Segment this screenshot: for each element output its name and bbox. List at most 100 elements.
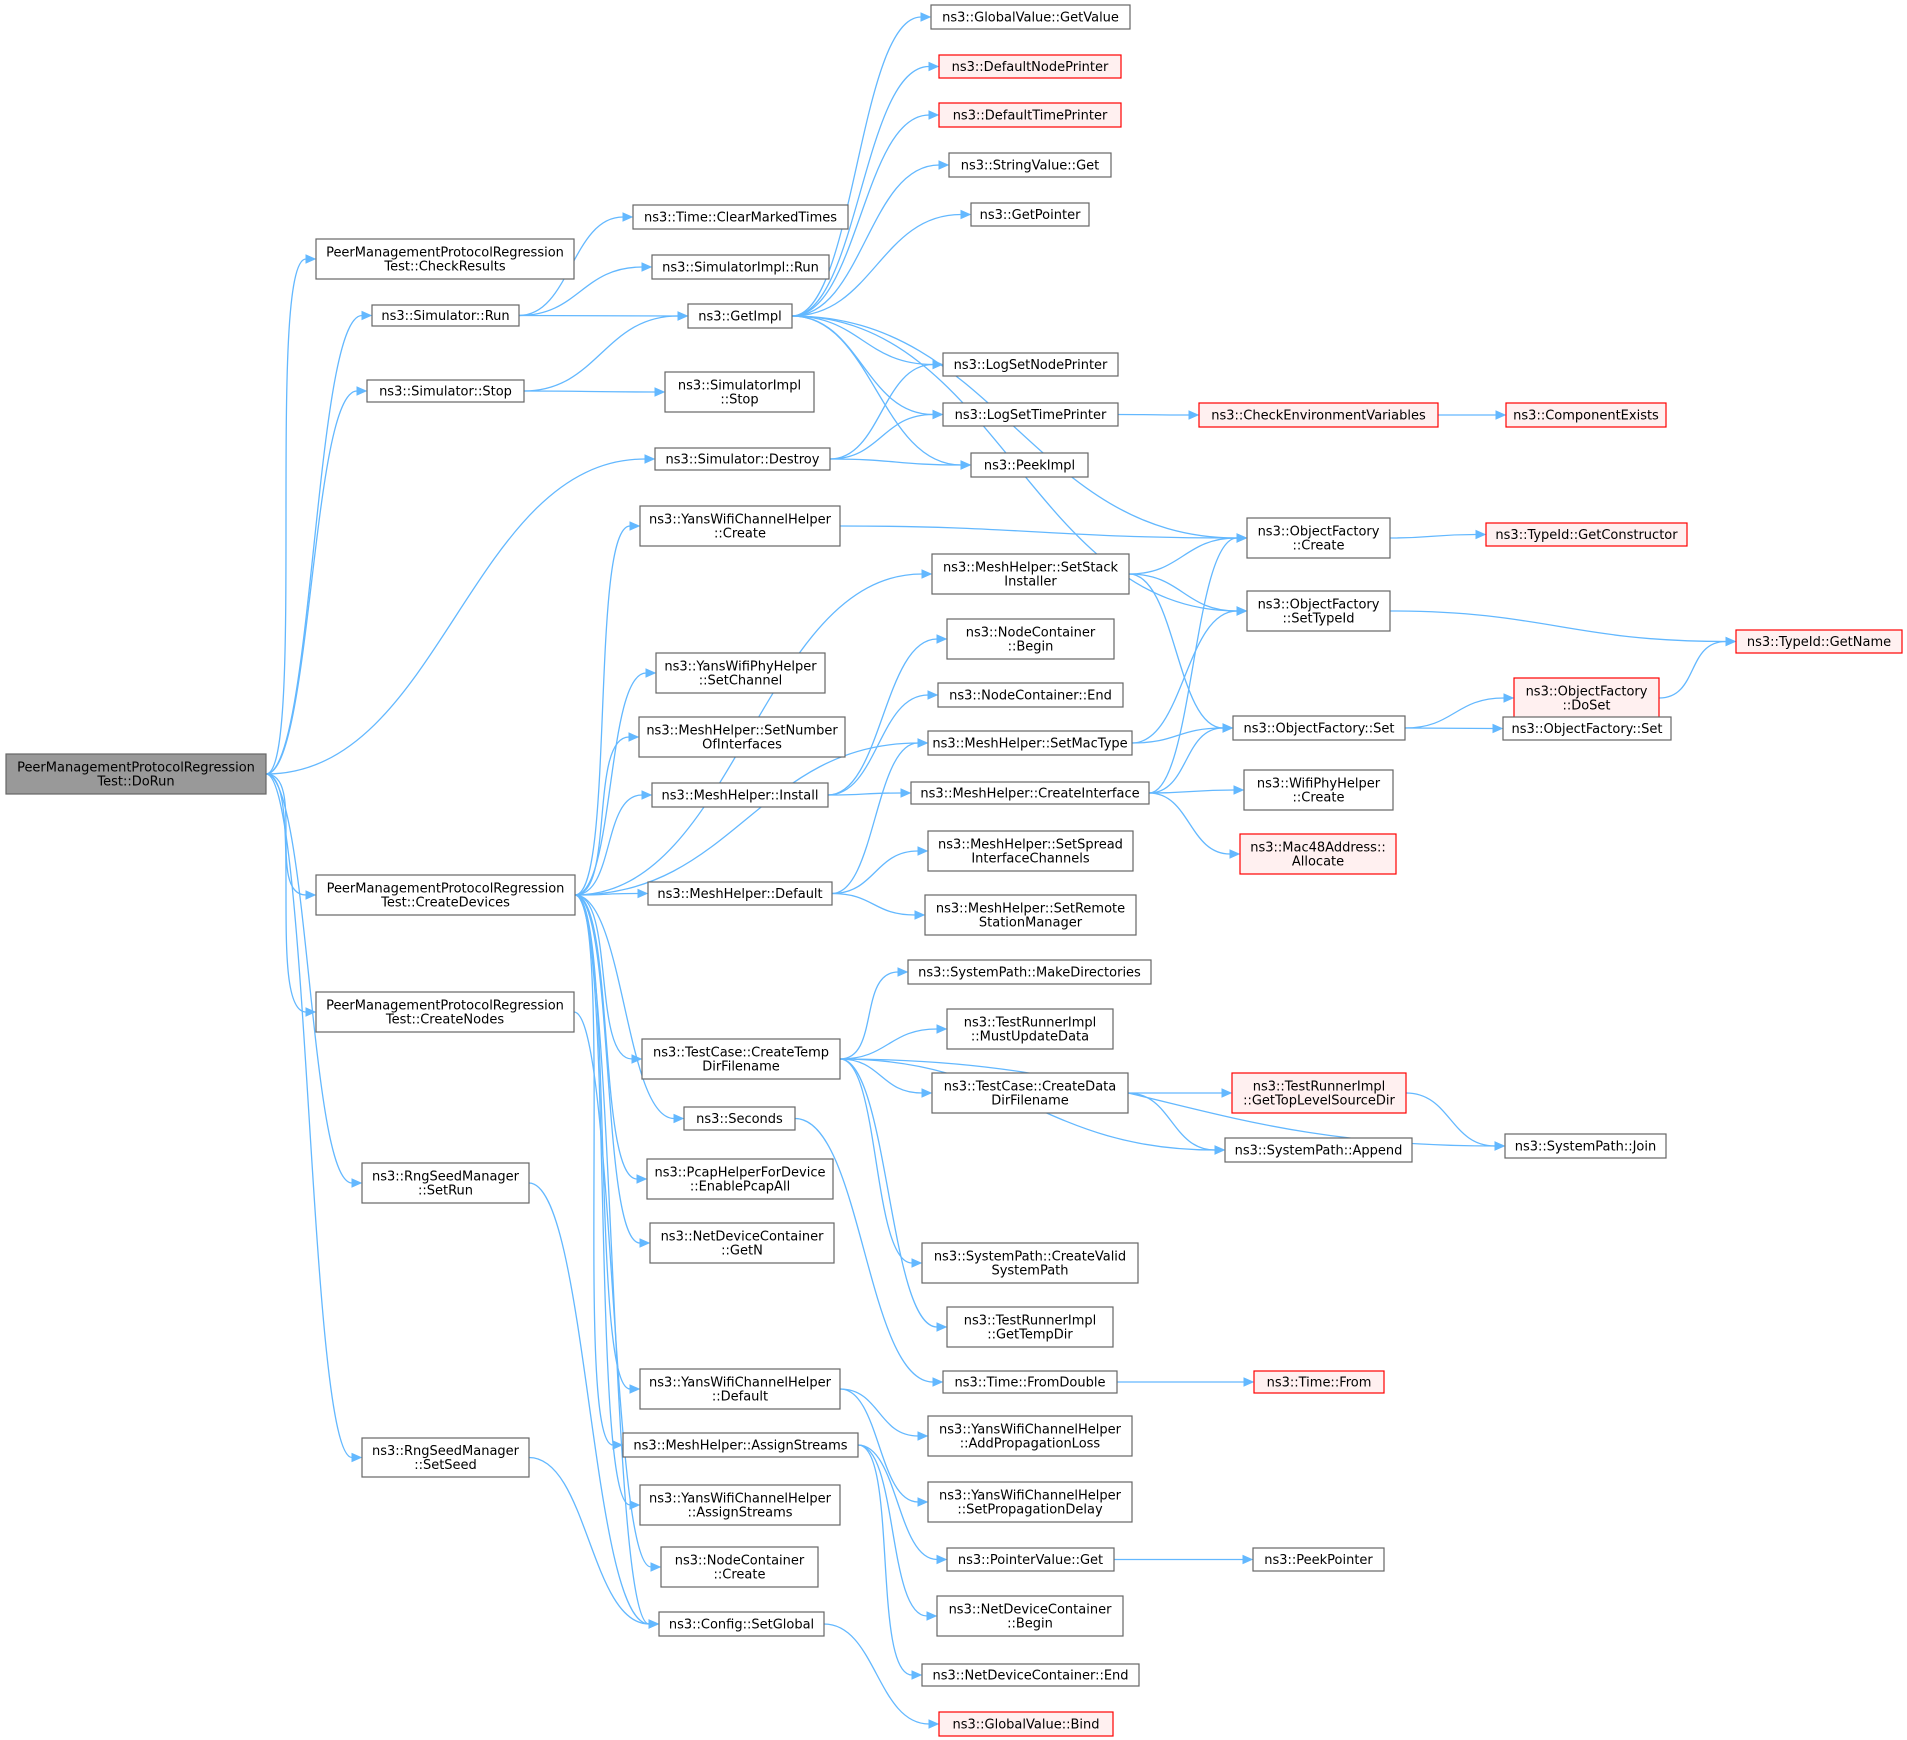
- edge-line: [1128, 537, 1238, 575]
- node-mac48alloc[interactable]: ns3::Mac48Address::Allocate: [1239, 833, 1397, 875]
- node-nccreate[interactable]: ns3::NodeContainer::Create: [660, 1546, 819, 1588]
- node-yanschancreate[interactable]: ns3::YansWifiChannelHelper::Create: [639, 505, 841, 547]
- node-timefrom[interactable]: ns3::Time::From: [1253, 1370, 1385, 1394]
- edge-line: [574, 742, 919, 896]
- arrowhead-icon: [1222, 723, 1234, 733]
- node-physetchannel[interactable]: ns3::YansWifiPhyHelper::SetChannel: [655, 652, 826, 694]
- node-addproploss[interactable]: ns3::YansWifiChannelHelper::AddPropagati…: [927, 1415, 1133, 1457]
- node-simdestroy[interactable]: ns3::Simulator::Destroy: [654, 447, 831, 471]
- node-ofcreate[interactable]: ns3::ObjectFactory::Create: [1246, 517, 1391, 559]
- node-box: [946, 1306, 1114, 1348]
- node-label-line: ns3::Simulator::Destroy: [666, 453, 820, 468]
- node-ofdoset[interactable]: ns3::ObjectFactory::DoSet: [1513, 677, 1660, 719]
- arrowhead-icon: [960, 460, 972, 470]
- node-ndcgetn[interactable]: ns3::NetDeviceContainer::GetN: [649, 1222, 835, 1264]
- arrowhead-icon: [628, 732, 640, 742]
- node-label-line: ns3::Simulator::Run: [381, 309, 509, 324]
- node-pvget[interactable]: ns3::PointerValue::Get: [946, 1547, 1115, 1572]
- edge-line: [839, 1058, 938, 1328]
- node-gvbind[interactable]: ns3::GlobalValue::Bind: [938, 1711, 1114, 1737]
- node-setspread[interactable]: ns3::MeshHelper::SetSpreadInterfaceChann…: [927, 830, 1134, 872]
- node-peekpointer[interactable]: ns3::PeekPointer: [1252, 1547, 1385, 1572]
- node-logtimeprinter[interactable]: ns3::LogSetTimePrinter: [942, 402, 1119, 427]
- node-deftimeprinter[interactable]: ns3::DefaultTimePrinter: [938, 102, 1122, 128]
- node-setmactype[interactable]: ns3::MeshHelper::SetMacType: [927, 730, 1133, 756]
- node-stringget[interactable]: ns3::StringValue::Get: [948, 152, 1112, 178]
- node-setpropdelay[interactable]: ns3::YansWifiChannelHelper::SetPropagati…: [927, 1481, 1133, 1523]
- node-ndcbegin[interactable]: ns3::NetDeviceContainer::Begin: [936, 1595, 1124, 1637]
- node-defnodeprinter[interactable]: ns3::DefaultNodePrinter: [938, 54, 1122, 79]
- node-getconstructor[interactable]: ns3::TypeId::GetConstructor: [1485, 522, 1688, 547]
- node-root[interactable]: PeerManagementProtocolRegressionTest::Do…: [5, 753, 267, 795]
- node-checkresults[interactable]: PeerManagementProtocolRegressionTest::Ch…: [315, 238, 575, 280]
- edge-root-to-simstop: [265, 386, 368, 775]
- node-getname[interactable]: ns3::TypeId::GetName: [1735, 629, 1903, 654]
- node-ncbegin[interactable]: ns3::NodeContainer::Begin: [946, 618, 1115, 660]
- node-implrun[interactable]: ns3::SimulatorImpl::Run: [651, 254, 830, 280]
- node-label-line: ns3::MeshHelper::SetRemote: [936, 902, 1125, 917]
- node-mustupdate[interactable]: ns3::TestRunnerImpl::MustUpdateData: [946, 1008, 1114, 1050]
- node-peekimpl[interactable]: ns3::PeekImpl: [970, 452, 1089, 478]
- node-box: [938, 1711, 1114, 1737]
- node-setglobal[interactable]: ns3::Config::SetGlobal: [658, 1611, 825, 1637]
- node-label-line: PeerManagementProtocolRegression: [17, 761, 255, 776]
- node-createif[interactable]: ns3::MeshHelper::CreateInterface: [910, 781, 1150, 805]
- node-ndcend[interactable]: ns3::NetDeviceContainer::End: [921, 1663, 1140, 1687]
- node-compexists[interactable]: ns3::ComponentExists: [1505, 402, 1667, 428]
- node-ofset[interactable]: ns3::ObjectFactory::Set: [1232, 715, 1406, 741]
- node-ncend[interactable]: ns3::NodeContainer::End: [937, 682, 1124, 708]
- node-label-line: ns3::NetDeviceContainer::End: [932, 1669, 1128, 1684]
- edge-line: [791, 164, 940, 317]
- node-box: [946, 1547, 1115, 1572]
- node-box: [371, 304, 520, 327]
- node-seconds[interactable]: ns3::Seconds: [683, 1106, 796, 1131]
- node-sysjoin[interactable]: ns3::SystemPath::Join: [1504, 1133, 1667, 1159]
- node-createnodes[interactable]: PeerManagementProtocolRegressionTest::Cr…: [315, 991, 575, 1033]
- edge-setglobal-to-gvbind: [823, 1623, 940, 1729]
- edge-line: [857, 1444, 913, 1676]
- node-simrun[interactable]: ns3::Simulator::Run: [371, 304, 520, 327]
- node-box: [655, 652, 826, 694]
- edge-line: [791, 315, 962, 466]
- node-setseed[interactable]: ns3::RngSeedManager::SetSeed: [361, 1437, 530, 1478]
- node-gettoplevel[interactable]: ns3::TestRunnerImpl::GetTopLevelSourceDi…: [1231, 1072, 1407, 1114]
- edge-line: [574, 894, 638, 1180]
- node-gvgetvalue[interactable]: ns3::GlobalValue::GetValue: [930, 4, 1131, 30]
- node-setrun[interactable]: ns3::RngSeedManager::SetRun: [361, 1162, 530, 1204]
- node-ofset2[interactable]: ns3::ObjectFactory::Set: [1502, 716, 1672, 741]
- node-simstop[interactable]: ns3::Simulator::Stop: [366, 379, 525, 403]
- node-checkenv[interactable]: ns3::CheckEnvironmentVariables: [1198, 402, 1439, 428]
- node-label-line: ns3::PeekPointer: [1264, 1553, 1373, 1568]
- node-label-line: ns3::GetImpl: [698, 310, 782, 325]
- node-label-line: ::GetN: [721, 1244, 763, 1259]
- arrowhead-icon: [917, 846, 929, 856]
- node-yansassign[interactable]: ns3::YansWifiChannelHelper::AssignStream…: [639, 1484, 841, 1526]
- node-box: [946, 1008, 1114, 1050]
- node-getimpl[interactable]: ns3::GetImpl: [687, 303, 793, 329]
- node-makedirs[interactable]: ns3::SystemPath::MakeDirectories: [907, 959, 1152, 985]
- node-gettempdir[interactable]: ns3::TestRunnerImpl::GetTempDir: [946, 1306, 1114, 1348]
- node-yanschandefault[interactable]: ns3::YansWifiChannelHelper::Default: [639, 1368, 841, 1410]
- node-lognodeprinter[interactable]: ns3::LogSetNodePrinter: [942, 352, 1119, 377]
- node-wifiphycreate[interactable]: ns3::WifiPhyHelper::Create: [1243, 769, 1394, 811]
- node-meshdefault[interactable]: ns3::MeshHelper::Default: [647, 881, 833, 906]
- node-implstop[interactable]: ns3::SimulatorImpl::Stop: [664, 371, 815, 413]
- node-meshinstall[interactable]: ns3::MeshHelper::Install: [651, 782, 829, 808]
- node-getpointer[interactable]: ns3::GetPointer: [970, 202, 1090, 227]
- node-createdevices[interactable]: PeerManagementProtocolRegressionTest::Cr…: [315, 874, 576, 916]
- node-box: [1513, 677, 1660, 719]
- node-meshassign[interactable]: ns3::MeshHelper::AssignStreams: [622, 1432, 859, 1458]
- edge-line: [831, 850, 919, 895]
- edge-line: [518, 266, 643, 317]
- node-clearmarked[interactable]: ns3::Time::ClearMarkedTimes: [632, 204, 849, 230]
- node-pcapall[interactable]: ns3::PcapHelperForDevice::EnablePcapAll: [646, 1158, 834, 1200]
- node-ofsettypeid[interactable]: ns3::ObjectFactory::SetTypeId: [1246, 590, 1391, 632]
- node-sysappend[interactable]: ns3::SystemPath::Append: [1224, 1137, 1413, 1163]
- node-fromdouble[interactable]: ns3::Time::FromDouble: [942, 1370, 1118, 1394]
